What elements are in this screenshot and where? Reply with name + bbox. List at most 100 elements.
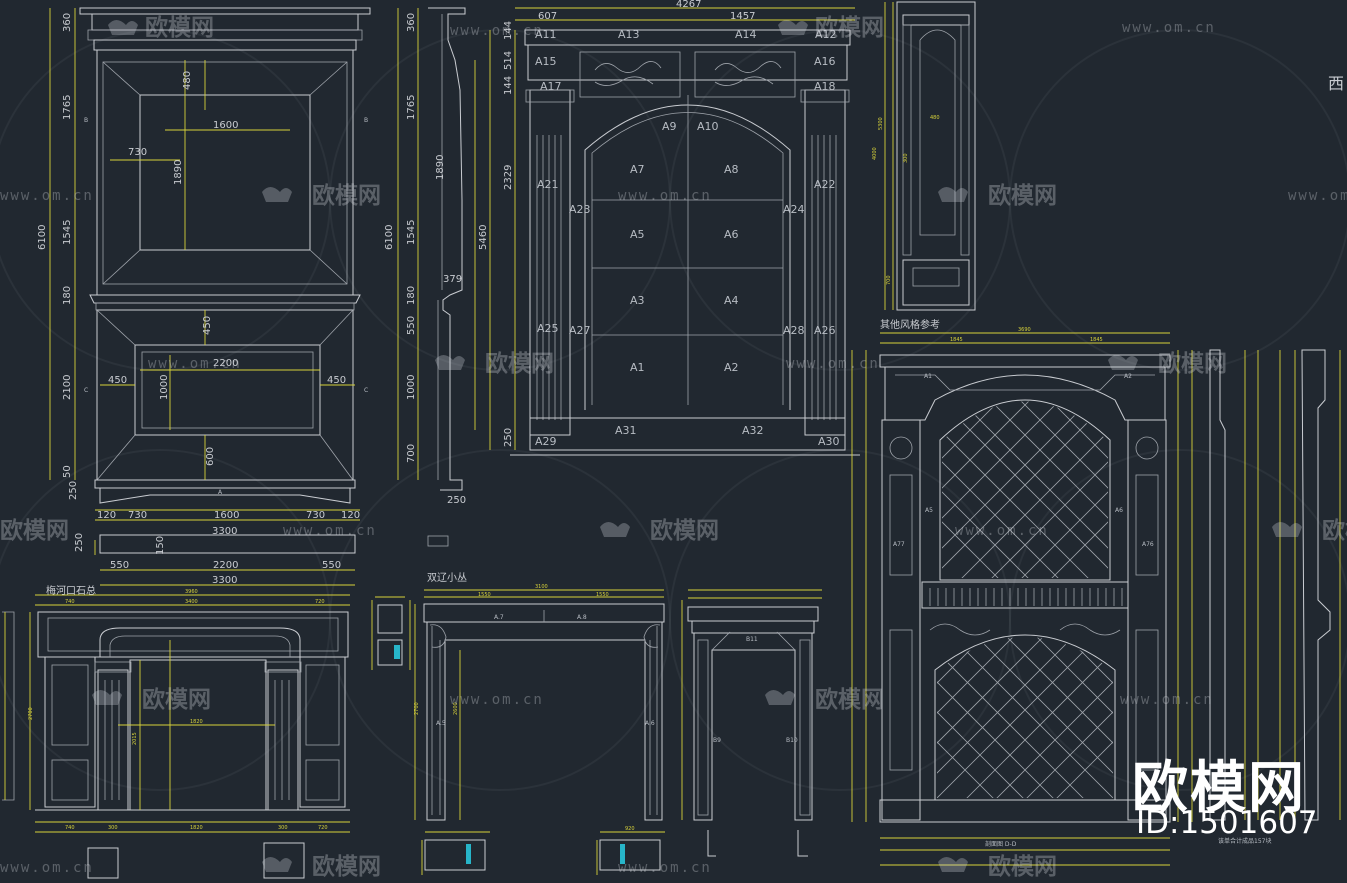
watermark-logo: 欧模网 <box>0 518 69 544</box>
dim-text: 1765 <box>406 95 417 120</box>
panel-side-section: 360 1765 1545 180 550 1000 700 6100 379 … <box>384 7 476 506</box>
watermark-url: www.om.cn <box>0 860 94 876</box>
brand-id: ID:1501607 <box>1136 805 1318 841</box>
part-label: A7 <box>630 163 645 176</box>
dim-text: 730 <box>128 510 147 521</box>
dim-text: 250 <box>503 428 514 447</box>
dim-text: 6100 <box>384 225 395 250</box>
watermark-url: www.om.cn <box>1288 188 1347 204</box>
watermark-logo: 欧模网 <box>92 687 211 713</box>
dim-text: 730 <box>128 147 147 158</box>
panel-fireplace: 3960 740 3400 720 2700 2015 1820 740 300… <box>2 589 350 833</box>
dim-text: 550 <box>322 560 341 571</box>
section-mark: B <box>364 117 368 124</box>
dim-text: 1820 <box>190 825 203 831</box>
watermark-url: www.om.cn <box>283 523 377 539</box>
part-label: A77 <box>893 541 905 548</box>
dim-text: 1845 <box>950 337 963 343</box>
section-mark: C <box>364 387 368 394</box>
dim-text: 3690 <box>1018 327 1031 333</box>
dim-text: 5300 <box>878 117 884 130</box>
dim-text: 1457 <box>730 11 755 22</box>
dim-text: 1545 <box>62 220 73 245</box>
dim-text: 4000 <box>872 147 878 160</box>
dim-text: 550 <box>406 316 417 335</box>
watermark-logo: 欧模网 <box>938 183 1057 209</box>
part-label: A1 <box>630 361 645 374</box>
dim-text: 1550 <box>596 592 609 598</box>
watermark-logo: 欧模网 <box>435 351 554 377</box>
watermark-url: www.om.cn <box>450 23 544 39</box>
dim-text: 3100 <box>535 584 548 590</box>
part-label: A24 <box>783 203 805 216</box>
watermark-layer: 欧模网 欧模网 欧模网 欧模网 欧模网 欧模网 欧模网 欧模网 <box>0 15 1347 880</box>
panel-profile-details <box>87 535 665 879</box>
watermark-text: 欧模网 <box>485 351 554 377</box>
dim-text: 730 <box>306 510 325 521</box>
dim-text: 300 <box>903 153 909 163</box>
watermark-logo: 欧模网 <box>778 15 884 41</box>
part-label: A29 <box>535 435 557 448</box>
dim-text: 180 <box>62 286 73 305</box>
watermark-url: www.om.cn <box>618 188 712 204</box>
dim-text: 700 <box>406 444 417 463</box>
dim-text: 1820 <box>190 719 203 725</box>
dim-text: 1600 <box>214 510 239 521</box>
part-label: A8 <box>724 163 739 176</box>
part-label: A6 <box>724 228 739 241</box>
dim-text: 1845 <box>1090 337 1103 343</box>
watermark-text: 欧模网 <box>988 183 1057 209</box>
panel-footer-note: 该单合计成品157块 <box>1218 837 1271 845</box>
watermark-text: 欧模网 <box>145 15 214 41</box>
dim-text: 1545 <box>406 220 417 245</box>
drawing-title: 梅河口石总 <box>46 586 96 597</box>
dim-text: 550 <box>110 560 129 571</box>
dim-text: 3300 <box>212 575 237 586</box>
part-label: B10 <box>786 737 798 744</box>
part-label: A6 <box>1115 507 1123 514</box>
part-label: A25 <box>537 322 559 335</box>
dim-text: 360 <box>62 13 73 32</box>
watermark-logo: 欧模网 <box>1272 518 1347 544</box>
dim-text: 5460 <box>478 225 489 250</box>
dim-text: 720 <box>315 599 325 605</box>
part-label: A32 <box>742 424 764 437</box>
dim-text: 450 <box>108 375 127 386</box>
watermark-text: 欧模网 <box>1158 351 1227 377</box>
drawing-title: 西 <box>1328 74 1345 93</box>
watermark-logo: 欧模网 <box>108 15 214 41</box>
dim-text: 1000 <box>159 375 170 400</box>
watermark-url: www.om.cn <box>1122 20 1216 36</box>
part-label: A76 <box>1142 541 1154 548</box>
dim-text: 50 <box>62 465 73 478</box>
part-label: A2 <box>1124 373 1132 380</box>
dim-text: 180 <box>406 286 417 305</box>
part-label: A5 <box>925 507 933 514</box>
watermark-text: 欧模网 <box>0 518 69 544</box>
drawing-title: 其他风格参考 <box>880 320 940 331</box>
part-label: A.8 <box>577 614 587 621</box>
panel-front-elevation: 1600 480 730 1890 450 2200 450 1000 450 … <box>37 7 371 586</box>
part-label: A9 <box>662 120 677 133</box>
part-label: A27 <box>569 324 591 337</box>
dim-text: 3300 <box>212 526 237 537</box>
watermark-text: 欧模网 <box>650 518 719 544</box>
dim-text: 720 <box>318 825 328 831</box>
part-label: A11 <box>535 28 557 41</box>
watermark-text: 欧模网 <box>142 687 211 713</box>
part-label: A1 <box>924 373 932 380</box>
dim-text: 144 <box>503 76 514 95</box>
watermark-text: 欧模网 <box>1322 518 1347 544</box>
part-label: A5 <box>630 228 645 241</box>
part-label: A.6 <box>645 720 655 727</box>
panel-tall-cabinet: 5300 480 4000 700 300 <box>872 1 976 311</box>
dim-text: 2700 <box>28 707 34 720</box>
part-label: A30 <box>818 435 840 448</box>
dim-text: 740 <box>65 599 75 605</box>
dim-text: 1890 <box>173 160 184 185</box>
dim-text: 2100 <box>62 375 73 400</box>
dim-text: 600 <box>205 447 216 466</box>
svg-text:1890: 1890 <box>435 155 446 180</box>
part-label: A10 <box>697 120 719 133</box>
dim-text: 607 <box>538 11 557 22</box>
